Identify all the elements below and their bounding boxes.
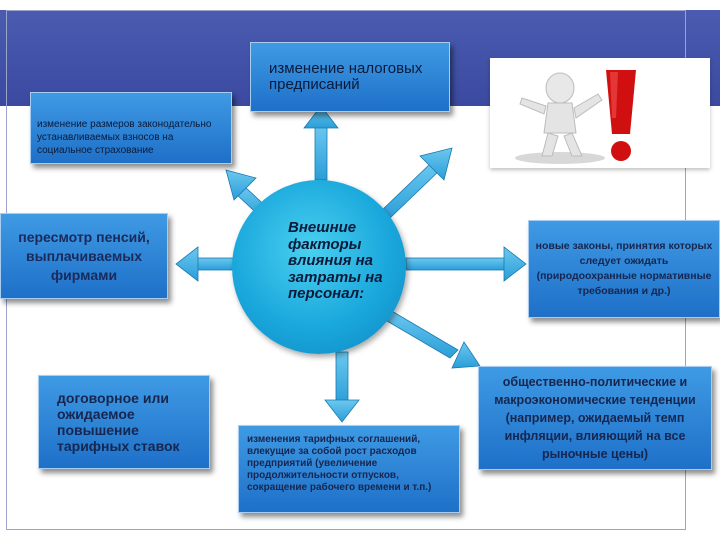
center-title: Внешние факторы влияния на затраты на пе… (288, 219, 383, 302)
factor-tax: изменение налоговых предписаний (250, 42, 450, 112)
factor-insurance: изменение размеров законодательно устана… (30, 92, 232, 164)
arrow-left (175, 246, 237, 282)
factor-contract: договорное или ожидаемое повышение тариф… (38, 375, 210, 469)
exclamation-illustration (490, 58, 710, 168)
center-circle (232, 180, 406, 354)
factor-pension: пересмотр пенсий, выплачиваемых фирмами (0, 213, 168, 299)
factor-contract-text: договорное или ожидаемое повышение тариф… (57, 390, 180, 454)
factor-tariff-text: изменения тарифных соглашений, влекущие … (247, 434, 432, 493)
factor-social: общественно-политические и макроэкономич… (478, 366, 712, 470)
arrow-down-right (381, 309, 481, 369)
factor-insurance-text: изменение размеров законодательно устана… (37, 119, 212, 156)
factor-social-text: общественно-политические и макроэкономич… (494, 375, 696, 461)
factor-laws: новые законы, принятия которых следует о… (528, 220, 720, 318)
factor-tax-text: изменение налоговых предписаний (269, 60, 423, 93)
factor-pension-text: пересмотр пенсий, выплачиваемых фирмами (18, 228, 150, 283)
arrow-up (303, 105, 339, 181)
arrow-down (324, 351, 360, 423)
factor-tariff: изменения тарифных соглашений, влекущие … (238, 425, 460, 513)
factor-laws-text: новые законы, принятия которых следует о… (535, 240, 713, 297)
arrow-up-right (379, 147, 453, 221)
arrow-right (405, 246, 527, 282)
